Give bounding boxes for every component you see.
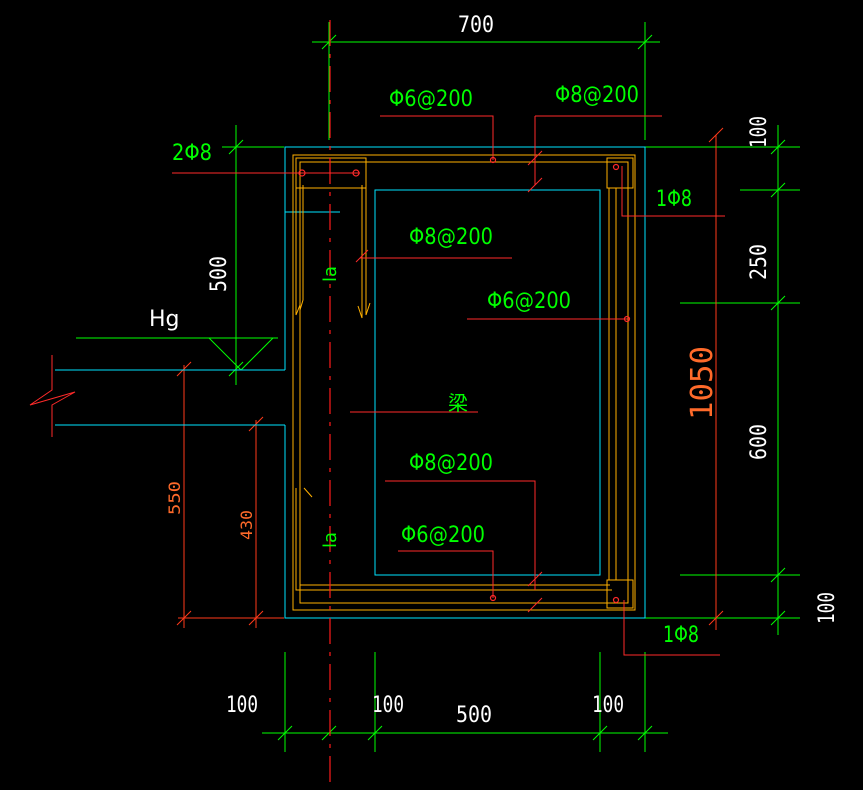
rebar-label-inner-lower: Φ8@200 [409, 451, 493, 476]
rebar-stirrups [292, 154, 636, 611]
rebar-label-right-bottom: 1Φ8 [663, 623, 699, 648]
dim-left-height: 500 [207, 256, 232, 292]
overall-dim-text: 1050 550 430 [165, 346, 720, 540]
dim-right-seg-1: 100 [747, 116, 772, 148]
dim-right-seg-3: 600 [747, 424, 772, 460]
dim-bottom-left-inner: 430 [237, 510, 256, 540]
dimension-text: 700 500 100 100 500 100 100 250 600 100 [207, 13, 840, 728]
dim-overall-height: 1050 [685, 346, 720, 420]
rebar-label-top-left: Φ6@200 [389, 87, 473, 112]
dim-bottom-left: 550 [165, 481, 184, 515]
rebar-label-top-right: Φ8@200 [555, 83, 639, 108]
rebar-label-corner-bars: 2Φ8 [172, 141, 212, 166]
rebar-label-inner-upper: Φ8@200 [409, 225, 493, 250]
dim-bottom-seg-3: 500 [456, 703, 492, 728]
rebar-label-right-top: 1Φ8 [656, 187, 692, 212]
leader-lines [172, 115, 725, 656]
elevation-label: Hg [149, 307, 180, 332]
anchorage-label-lower: la [320, 532, 341, 548]
concrete-outline [55, 146, 646, 619]
overall-dimension-lines [176, 127, 724, 630]
rebar-label-text: Φ6@200 Φ8@200 2Φ8 1Φ8 Φ8@200 Φ6@200 Φ8@2… [172, 83, 699, 648]
dim-bottom-seg-2: 100 [372, 693, 404, 718]
rebar-dots [298, 156, 631, 604]
beam-label: 梁 [448, 391, 468, 415]
anchorage-label-upper: la [320, 266, 341, 282]
dimension-lines [76, 22, 800, 752]
break-line [29, 355, 76, 437]
dim-right-seg-4: 100 [815, 592, 840, 624]
rebar-label-bottom: Φ6@200 [401, 523, 485, 548]
dim-right-seg-2: 250 [747, 244, 772, 280]
rebar-label-inner-middle: Φ6@200 [487, 289, 571, 314]
dim-bottom-seg-1: 100 [226, 693, 258, 718]
dim-top-width: 700 [458, 13, 494, 38]
dim-bottom-seg-4: 100 [592, 693, 624, 718]
